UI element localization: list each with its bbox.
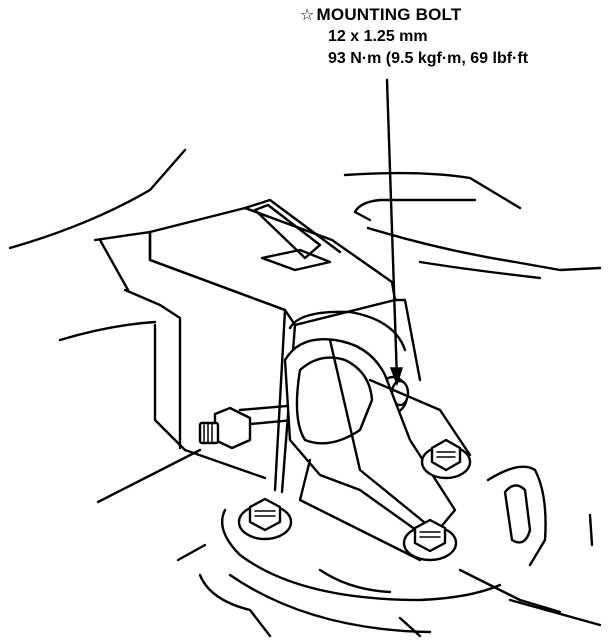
thread-spec: 12 x 1.25 mm — [328, 28, 428, 45]
side-bracket — [486, 465, 594, 567]
star-icon: ☆ — [300, 5, 315, 24]
callout-title: MOUNTING BOLT — [316, 5, 462, 24]
callout-leader — [385, 78, 404, 387]
flange-bolt — [402, 518, 458, 562]
frame-outline — [8, 148, 207, 562]
flange-bolt — [420, 438, 472, 480]
mount-arm — [283, 338, 472, 562]
mount-bracket — [123, 198, 422, 494]
flange-bolt — [237, 497, 293, 541]
torque-spec: 93 N·m (9.5 kgf·m, 69 lbf·ft — [328, 50, 529, 67]
engine-casting — [198, 508, 602, 638]
body-panel — [343, 171, 602, 280]
flange-bolts — [237, 438, 472, 562]
callout-title-line: ☆MOUNTING BOLT — [300, 4, 528, 26]
mounting-bolt-callout: ☆MOUNTING BOLT 12 x 1.25 mm 93 N·m (9.5 … — [300, 4, 528, 70]
